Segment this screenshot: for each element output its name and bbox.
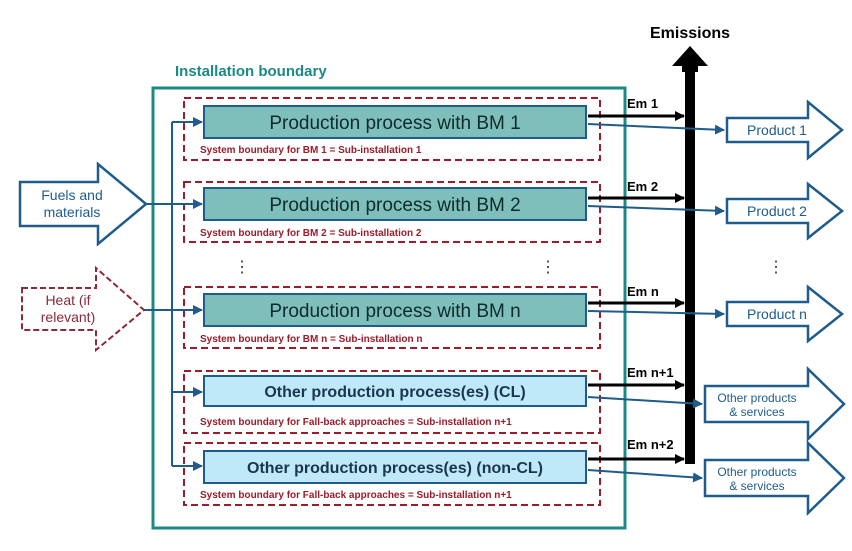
em-label-n-plus-1: Em n+1 [627,365,674,380]
boundary-label-bm-2: System boundary for BM 2 = Sub-installat… [200,228,422,239]
product-flow-2 [587,205,725,216]
process-box-bm-n [203,293,587,327]
emissions-arrow-head [672,46,708,72]
process-label-other-non-cl: Other production process(es) (non-CL) [247,460,543,477]
boundary-label-other-non-cl: System boundary for Fall-back approaches… [200,490,512,501]
boundary-label-other-cl: System boundary for Fall-back approaches… [200,417,512,428]
process-label-other-cl: Other production process(es) (CL) [264,384,525,401]
product-arrow-1 [725,99,844,161]
product-label-2: Product 2 [747,203,807,219]
sub-installation-boundary-2 [183,181,601,243]
process-label-bm-n: Production process with BM n [269,301,520,322]
emissions-label: Emissions [650,25,730,42]
process-label-bm-2: Production process with BM 2 [269,195,520,216]
process-label-bm-1: Production process with BM 1 [269,113,520,134]
sub-installation-boundary-cl [183,370,601,434]
fuels-label-line1: Fuels and [41,187,102,203]
ellipsis-left: ⋮ [234,259,250,276]
product-label-other-non-cl-line2: & services [729,479,784,493]
em-label-n: Em n [627,284,659,299]
product-arrow-n [725,284,845,344]
em-label-2: Em 2 [627,179,658,194]
boundary-label-bm-1: System boundary for BM 1 = Sub-installat… [200,145,422,156]
process-box-bm-2 [203,187,587,221]
product-label-n: Product n [747,306,807,322]
product-flow-n [587,308,725,319]
process-box-other-non-cl [203,450,587,484]
sub-installation-boundary-non-cl [183,442,601,506]
em-label-n-plus-2: Em n+2 [627,437,674,452]
product-arrow-other-non-cl [703,440,846,516]
product-label-1: Product 1 [747,122,807,138]
process-box-other-cl [203,375,587,407]
heat-label-line2: relevant) [41,309,95,325]
em-label-1: Em 1 [627,96,658,111]
process-box-bm-1 [203,105,587,139]
ellipsis-right: ⋮ [768,259,784,276]
heat-arrow [21,265,146,353]
product-arrow-2 [725,181,845,241]
product-flow-non-cl [587,469,703,483]
product-arrow-other-cl [703,366,846,442]
product-label-other-cl-line1: Other products [717,391,796,405]
product-flow-1 [587,123,725,135]
product-flow-cl [587,396,703,409]
fuels-materials-arrow [18,161,148,247]
boundary-label-bm-n: System boundary for BM n = Sub-installat… [200,334,423,345]
fuels-label-line2: materials [44,204,101,220]
ellipsis-middle: ⋮ [540,259,556,276]
sub-installation-boundary-n [183,286,601,349]
product-label-other-cl-line2: & services [729,405,784,419]
installation-boundary [151,86,627,530]
sub-installation-boundary-1 [183,97,601,161]
emissions-collector-bar [685,66,695,464]
installation-boundary-label: Installation boundary [175,63,327,80]
product-label-other-non-cl-line1: Other products [717,465,796,479]
heat-label-line1: Heat (if [45,292,90,308]
